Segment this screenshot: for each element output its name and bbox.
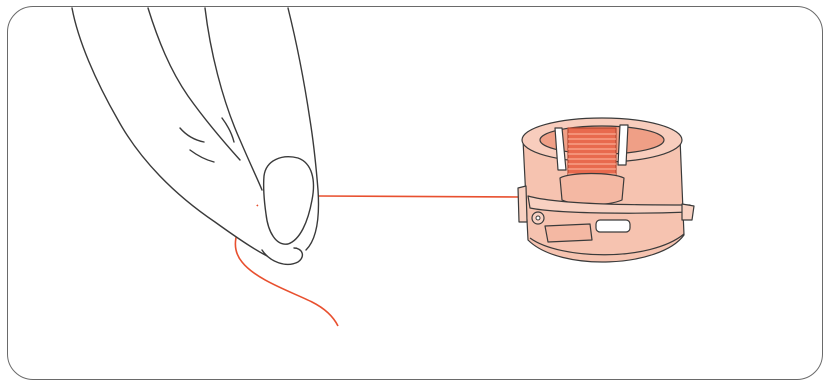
side-tab-right bbox=[682, 204, 694, 220]
bobbin-flange bbox=[560, 174, 624, 205]
latch-window bbox=[596, 220, 630, 232]
index-finger bbox=[72, 8, 297, 263]
hand bbox=[72, 8, 319, 264]
latch-lever bbox=[545, 224, 592, 242]
side-tab-left bbox=[518, 186, 527, 222]
finger-pad bbox=[262, 248, 302, 264]
thread-taut bbox=[318, 196, 520, 197]
rim-slot-right bbox=[618, 125, 628, 165]
bobbin-case bbox=[518, 118, 694, 262]
